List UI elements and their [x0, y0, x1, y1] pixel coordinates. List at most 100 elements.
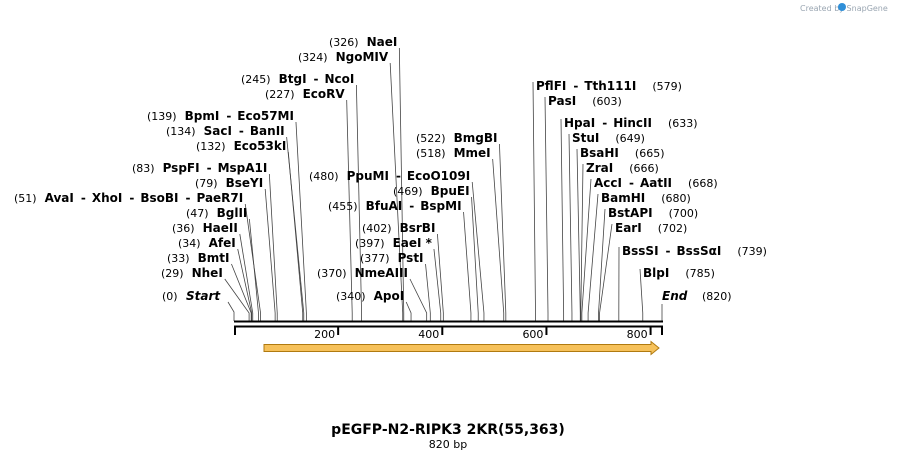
site-leader-line — [398, 47, 405, 321]
site-enzyme-name[interactable]: BamHI — [601, 191, 645, 205]
site-enzyme-name[interactable]: StuI — [572, 131, 599, 145]
site-mmei[interactable]: (518) MmeI — [416, 146, 491, 160]
site-enzyme-name[interactable]: BpmI — [185, 109, 220, 123]
site-naei[interactable]: (326)NaeI — [329, 35, 397, 49]
site-eaei[interactable]: (397)EaeI * — [355, 236, 433, 250]
site-enzyme-name[interactable]: BssSαI — [677, 244, 722, 258]
site-saci[interactable]: (134)SacI-BanII — [166, 124, 285, 138]
site-position: (33) — [167, 252, 190, 265]
orf-arrow[interactable] — [263, 340, 660, 356]
site-pflfi[interactable]: PflFI-Tth111I(579) — [536, 79, 682, 93]
site-enzyme-name[interactable]: PflFI — [536, 79, 566, 93]
site-acci[interactable]: AccI-AatII(668) — [594, 176, 718, 190]
site-enzyme-name[interactable]: BsrBI — [400, 221, 436, 235]
site-hpai[interactable]: HpaI-HincII(633) — [564, 116, 698, 130]
site-enzyme-name[interactable]: MmeI — [454, 146, 491, 160]
site-avai[interactable]: (51)AvaI-XhoI-BsoBI-PaeR7I — [14, 191, 243, 205]
site-enzyme-name[interactable]: BglII — [217, 206, 248, 220]
site-enzyme-name[interactable]: BlpI — [643, 266, 669, 280]
site-enzyme-name[interactable]: PspFI — [163, 161, 200, 175]
site-enzyme-name[interactable]: SacI — [204, 124, 232, 138]
site-enzyme-name[interactable]: HaeII — [203, 221, 238, 235]
end-label: End — [662, 289, 688, 303]
site-enzyme-name[interactable]: PstI — [398, 251, 424, 265]
site-enzyme-name[interactable]: EarI — [615, 221, 642, 235]
site-bseyi[interactable]: (79)BseYI — [195, 176, 263, 190]
site-pspfi[interactable]: (83)PspFI-MspA1I — [132, 161, 267, 175]
site-enzyme-name[interactable]: BstAPI — [608, 206, 653, 220]
site-enzyme-name[interactable]: NgoMIV — [336, 50, 389, 64]
site-bpuei[interactable]: (469)BpuEI — [393, 184, 470, 198]
site-enzyme-name[interactable]: ApoI — [374, 289, 405, 303]
site-enzyme-name[interactable]: HpaI — [564, 116, 595, 130]
site-enzyme-name[interactable]: BsaHI — [580, 146, 619, 160]
site-ngomiv[interactable]: (324)NgoMIV — [298, 50, 389, 64]
site-blpi[interactable]: BlpI(785) — [643, 266, 715, 280]
site-position: (134) — [166, 125, 196, 138]
site-enzyme-name[interactable]: BspMI — [420, 199, 461, 213]
site-zrai[interactable]: ZraI(666) — [586, 161, 659, 175]
site-haeii[interactable]: (36)HaeII — [172, 221, 238, 235]
site-enzyme-name[interactable]: BfuAI — [366, 199, 403, 213]
site-enzyme-name[interactable]: EcoRV — [303, 87, 346, 101]
site-enzyme-name[interactable]: PaeR7I — [196, 191, 243, 205]
site-bglii[interactable]: (47)BglII — [186, 206, 247, 220]
site-enzyme-name[interactable]: BtgI — [279, 72, 307, 86]
site-enzyme-name[interactable]: Tth111I — [584, 79, 636, 93]
site-labels: (51)AvaI-XhoI-BsoBI-PaeR7I (83)PspFI-MspA… — [14, 35, 767, 303]
site-enzyme-name[interactable]: PpuMI — [347, 169, 389, 183]
site-bpmi[interactable]: (139)BpmI-Eco57MI — [147, 109, 294, 123]
site-enzyme-name[interactable]: BssSI — [622, 244, 659, 258]
site-nhei[interactable]: (29)NheI — [161, 266, 223, 280]
site-enzyme-name[interactable]: BmgBI — [454, 131, 498, 145]
site-separator: - — [573, 79, 578, 93]
site-enzyme-name[interactable]: Eco53kI — [234, 139, 287, 153]
site-enzyme-name[interactable]: BpuEI — [431, 184, 470, 198]
construct-title-block: pEGFP-N2-RIPK3 2KR(55,363) 820 bp — [331, 422, 565, 451]
feature-arrow[interactable] — [263, 340, 660, 356]
site-enzyme-name[interactable]: EaeI * — [393, 236, 433, 250]
site-bamhi[interactable]: BamHI(680) — [601, 191, 691, 205]
site-enzyme-name[interactable]: ZraI — [586, 161, 613, 175]
site-eari[interactable]: EarI(702) — [615, 221, 687, 235]
site-bstapi[interactable]: BstAPI(700) — [608, 206, 698, 220]
site-enzyme-name[interactable]: AfeI — [209, 236, 236, 250]
site-enzyme-name[interactable]: NheI — [192, 266, 223, 280]
site-enzyme-name[interactable]: NmeAIII — [355, 266, 408, 280]
site-leader-line — [587, 193, 599, 321]
end-marker: End(820) — [662, 289, 732, 303]
site-bmti[interactable]: (33) BmtI — [167, 251, 229, 265]
site-enzyme-name[interactable]: NcoI — [325, 72, 355, 86]
site-enzyme-name[interactable]: AccI — [594, 176, 622, 190]
site-bsssi[interactable]: BssSI-BssSαI(739) — [622, 244, 767, 258]
site-enzyme-name[interactable]: AatII — [640, 176, 672, 190]
site-enzyme-name[interactable]: MspA1I — [218, 161, 268, 175]
site-btgi[interactable]: (245)BtgI-NcoI — [241, 72, 354, 86]
site-bfuai[interactable]: (455)BfuAI-BspMI — [328, 199, 462, 213]
site-position: (518) — [416, 147, 446, 160]
site-ecorv[interactable]: (227)EcoRV — [265, 87, 345, 101]
site-eco53ki[interactable]: (132)Eco53kI — [196, 139, 286, 153]
site-psti[interactable]: (377)PstI — [360, 251, 424, 265]
site-bsahi[interactable]: BsaHI(665) — [580, 146, 665, 160]
tick-label-800: 800 — [627, 328, 648, 341]
site-enzyme-name[interactable]: AvaI — [45, 191, 74, 205]
site-enzyme-name[interactable]: XhoI — [92, 191, 123, 205]
site-enzyme-name[interactable]: Eco57MI — [237, 109, 294, 123]
site-enzyme-name[interactable]: BsoBI — [140, 191, 178, 205]
site-enzyme-name[interactable]: HincII — [613, 116, 652, 130]
site-nmeaiii[interactable]: (370)NmeAIII — [317, 266, 408, 280]
site-enzyme-name[interactable]: BseYI — [226, 176, 264, 190]
site-enzyme-name[interactable]: BanII — [250, 124, 285, 138]
site-enzyme-name[interactable]: PasI — [548, 94, 576, 108]
site-bmgbi[interactable]: (522)BmgBI — [416, 131, 497, 145]
site-pasi[interactable]: PasI(603) — [548, 94, 622, 108]
site-enzyme-name[interactable]: BmtI — [198, 251, 230, 265]
site-afei[interactable]: (34)AfeI — [178, 236, 236, 250]
site-bsrbi[interactable]: (402)BsrBI — [362, 221, 435, 235]
site-enzyme-name[interactable]: EcoO109I — [407, 169, 470, 183]
site-ppumi[interactable]: (480)PpuMI-EcoO109I — [309, 169, 470, 183]
site-enzyme-name[interactable]: NaeI — [367, 35, 398, 49]
site-stui[interactable]: StuI(649) — [572, 131, 645, 145]
site-apoi[interactable]: (340)ApoI — [336, 289, 404, 303]
